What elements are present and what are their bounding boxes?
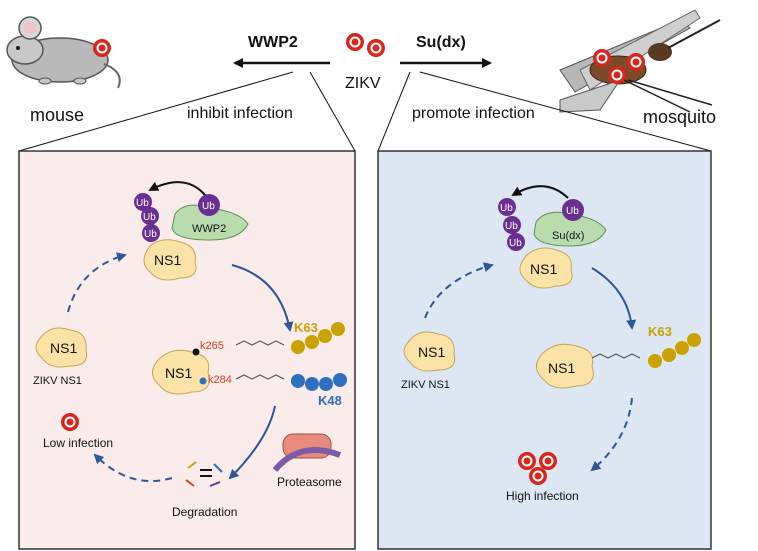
- degradation-fragments-icon: [185, 461, 223, 487]
- ns1-label: NS1: [154, 252, 181, 268]
- k63-label: K63: [294, 320, 318, 335]
- k63-label: K63: [648, 324, 672, 339]
- mosquito-illustration: [559, 9, 721, 113]
- ub-label: Ub: [144, 229, 157, 240]
- k284-label: k284: [208, 374, 232, 386]
- proteasome-icon: [272, 433, 342, 472]
- ns1-label: NS1: [418, 344, 445, 360]
- wwp2-ligase-label: WWP2: [192, 223, 226, 235]
- ub-label: Ub: [202, 201, 215, 212]
- k48-label: K48: [318, 393, 342, 408]
- header: mouse mosquito ZIKV WWP2 Su(dx) inhibit …: [6, 9, 721, 152]
- ns1-label: NS1: [50, 340, 77, 356]
- inhibit-infection-label: inhibit infection: [187, 105, 293, 122]
- mosquito-label: mosquito: [643, 107, 716, 127]
- zikv-label: ZIKV: [345, 75, 381, 92]
- mouse-illustration: [6, 16, 121, 89]
- ub-label: Ub: [566, 206, 579, 217]
- low-infection-label: Low infection: [43, 436, 113, 450]
- left-panel: Ub Ub Ub WWP2 Ub NS1 NS1 ZIKV NS1 NS1 k2…: [18, 150, 356, 550]
- wwp2-factor-label: WWP2: [248, 34, 298, 51]
- ns1-label: NS1: [165, 365, 192, 381]
- right-panel: Ub Ub Ub Su(dx) Ub NS1 NS1 ZIKV NS1 NS1 …: [377, 150, 712, 550]
- k265-label: k265: [200, 340, 224, 352]
- proteasome-label: Proteasome: [277, 475, 342, 489]
- ub-label: Ub: [143, 212, 156, 223]
- degradation-label: Degradation: [172, 505, 237, 519]
- ub-label: Ub: [136, 198, 149, 209]
- promote-infection-label: promote infection: [412, 105, 535, 122]
- zikv-ns1-label: ZIKV NS1: [33, 375, 82, 387]
- ns1-label: NS1: [548, 360, 575, 376]
- ub-label: Ub: [509, 238, 522, 249]
- mouse-label: mouse: [30, 105, 84, 125]
- zikv-ns1-label: ZIKV NS1: [401, 379, 450, 391]
- ns1-label: NS1: [530, 261, 557, 277]
- ub-label: Ub: [500, 203, 513, 214]
- zikv-virus-icon: [346, 33, 385, 57]
- high-infection-label: High infection: [506, 489, 579, 503]
- ub-label: Ub: [505, 221, 518, 232]
- sudx-factor-label: Su(dx): [416, 34, 466, 51]
- sudx-ligase-label: Su(dx): [552, 230, 584, 242]
